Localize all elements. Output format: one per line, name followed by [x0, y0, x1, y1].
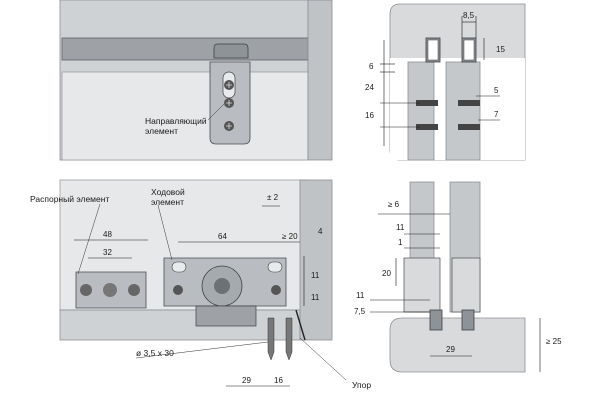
guide-roller-cap [213, 43, 249, 59]
dim-16: 16 [274, 376, 283, 385]
top-right-view: 6 24 16 8,5 15 5 7 [365, 3, 526, 161]
roller-bracket-right [451, 257, 481, 313]
bottom-panel-section [389, 317, 526, 373]
running-element-label-1: Ходовой [151, 187, 185, 197]
guide-channel [427, 39, 439, 61]
dim-11-top: 11 [396, 223, 405, 232]
dim-48: 48 [103, 230, 112, 239]
dim-7-5: 7,5 [354, 307, 366, 316]
stop-marker [295, 309, 306, 341]
spacer-element-label: Распорный элемент [30, 194, 109, 204]
bottom-right-view: ≥ 6 11 1 20 11 7,5 29 ≥ 25 [354, 181, 562, 373]
side-wall-lower [299, 179, 333, 341]
dim-16: 16 [365, 111, 374, 120]
dim-15: 15 [496, 45, 505, 54]
screw-label: ø 3,5 x 30 [136, 348, 174, 358]
side-wall [307, 0, 333, 161]
dim-64: 64 [218, 232, 227, 241]
screws [416, 100, 480, 130]
dim-pm2: ± 2 [267, 193, 279, 202]
screw [285, 317, 293, 361]
dim-29-b: 29 [446, 345, 455, 354]
dim-8-5: 8,5 [463, 11, 475, 20]
dim-29: 29 [242, 376, 251, 385]
door-panel [61, 71, 309, 161]
guide-element-label-2: элемент [145, 126, 178, 136]
dim-ge6: ≥ 6 [388, 200, 400, 209]
dim-ge20: ≥ 20 [282, 232, 298, 241]
guide-element-label-1: Направляющий [145, 116, 207, 126]
dim-11b: 11 [311, 293, 320, 302]
leader-line [207, 103, 225, 121]
bottom-carriage [195, 305, 257, 327]
screw [267, 317, 275, 361]
screw [416, 124, 438, 130]
dim-20: 20 [382, 269, 391, 278]
dim-11a: 11 [311, 271, 320, 280]
guide-channel [463, 39, 475, 61]
dim-32: 32 [103, 248, 112, 257]
dim-6: 6 [369, 62, 374, 71]
roller-bracket-left [403, 257, 441, 313]
dim-5: 5 [494, 86, 499, 95]
dim-4: 4 [318, 227, 323, 236]
top-left-view: Направляющий элемент [59, 0, 333, 161]
dim-7: 7 [494, 110, 499, 119]
bottom-rail [59, 309, 301, 341]
dim-ge25: ≥ 25 [546, 337, 562, 346]
stop-label: Упор [352, 380, 371, 390]
dim-1: 1 [398, 238, 403, 247]
dim-11-left: 11 [356, 291, 365, 300]
running-element-label-2: элемент [151, 197, 184, 207]
screw [458, 124, 480, 130]
door-section-2 [445, 61, 481, 161]
top-rail [61, 37, 309, 61]
screw [458, 100, 480, 106]
dim-24: 24 [365, 83, 374, 92]
door-section-1 [407, 61, 435, 161]
bottom-left-view: 48 32 64 ± 2 ≥ 20 4 11 11 29 16 Распорны… [30, 179, 371, 390]
screw-cross [226, 82, 232, 129]
screw [416, 100, 438, 106]
